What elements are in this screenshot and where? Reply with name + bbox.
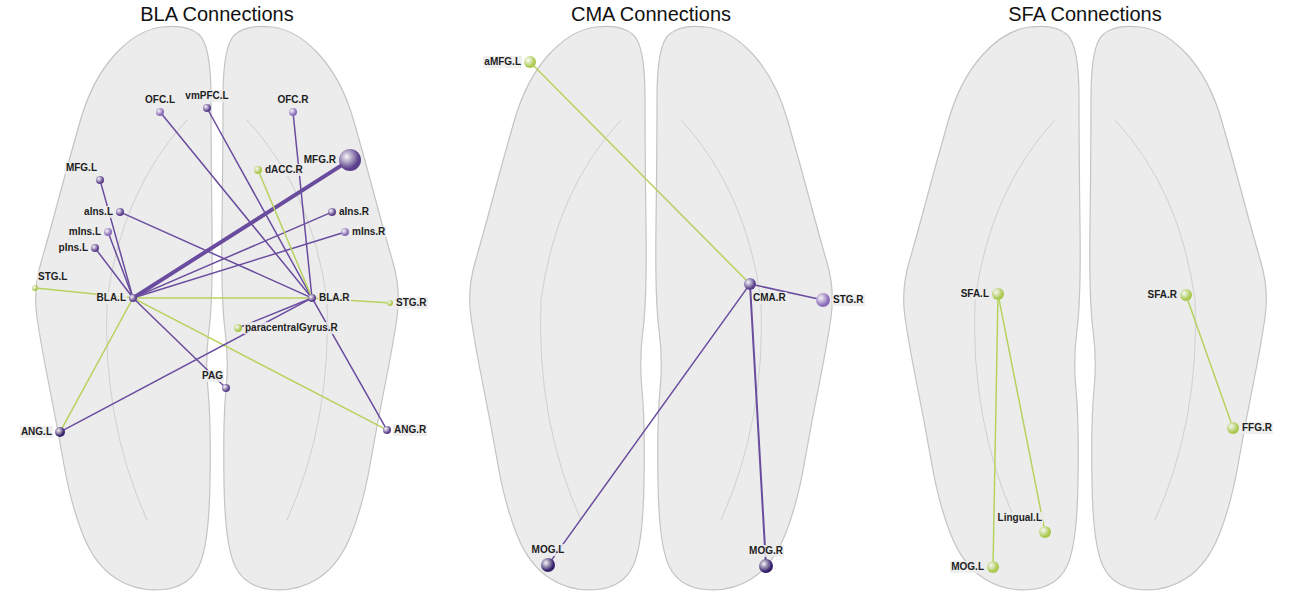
region-label: MFG.R <box>303 154 337 166</box>
region-node: paracentralGyrus.R <box>234 324 242 332</box>
region-node: OFC.R <box>289 108 297 116</box>
region-label: mIns.R <box>351 226 386 238</box>
connection-line <box>64 300 308 430</box>
region-node: CMA.R <box>744 278 756 290</box>
region-node: aIns.R <box>328 208 336 216</box>
panel-title: CMA Connections <box>571 3 731 26</box>
brain-hemisphere <box>470 26 647 590</box>
region-node: BLA.R <box>308 294 316 302</box>
region-node: OFC.L <box>156 108 164 116</box>
region-label: MOG.R <box>748 545 784 557</box>
region-node: mIns.L <box>104 228 112 236</box>
region-label: STG.R <box>832 294 865 306</box>
brain-hemisphere <box>222 26 399 590</box>
region-node: MOG.R <box>759 559 773 573</box>
connection-line <box>137 300 384 428</box>
region-node: aIns.L <box>116 208 124 216</box>
brain-hemisphere <box>36 26 213 590</box>
region-label: ANG.L <box>20 426 53 438</box>
region-label: STG.L <box>37 271 68 283</box>
region-label: FFG.R <box>1241 422 1273 434</box>
region-label: aIns.R <box>338 206 370 218</box>
connection-line <box>1188 301 1231 423</box>
region-node: SFA.L <box>992 288 1004 300</box>
connection-line <box>97 251 130 295</box>
panel-title: SFA Connections <box>1008 3 1161 26</box>
region-node: PAG <box>222 384 230 392</box>
region-node: mIns.R <box>341 228 349 236</box>
connection-line <box>136 301 223 385</box>
brain-hemisphere <box>904 26 1081 590</box>
region-label: OFC.R <box>276 94 309 106</box>
brain-contour <box>975 120 1056 520</box>
region-node: BLA.L <box>129 294 137 302</box>
region-node: Lingual.L <box>1039 526 1051 538</box>
region-label: BLA.L <box>96 292 127 304</box>
connection-line <box>750 290 765 559</box>
region-label: OFC.L <box>144 94 176 106</box>
region-node: MFG.R <box>339 149 361 171</box>
region-label: CMA.R <box>752 292 787 304</box>
connection-line <box>163 115 310 295</box>
region-node: STG.R <box>387 300 393 306</box>
region-label: MOG.L <box>531 544 566 556</box>
region-label: BLA.R <box>318 292 351 304</box>
connection-line <box>260 174 311 295</box>
region-label: aIns.L <box>83 206 114 218</box>
brain-hemisphere <box>1090 26 1267 590</box>
region-node: MOG.L <box>987 561 999 573</box>
connection-line <box>534 66 746 279</box>
connection-line <box>101 184 132 294</box>
region-node: STG.R <box>816 293 830 307</box>
region-node: FFG.R <box>1227 422 1239 434</box>
region-node: ANG.R <box>383 426 391 434</box>
brain-contour <box>1115 120 1196 520</box>
region-node: MOG.L <box>541 558 555 572</box>
region-node: pIns.L <box>91 244 99 252</box>
region-node: dACC.R <box>254 166 262 174</box>
connection-line <box>293 116 311 294</box>
region-label: mIns.L <box>68 226 102 238</box>
region-label: pIns.L <box>58 242 89 254</box>
region-label: STG.R <box>395 297 428 309</box>
region-node: ANG.L <box>55 427 65 437</box>
panel-title: BLA Connections <box>140 3 293 26</box>
region-label: ANG.R <box>393 424 427 436</box>
region-label: paracentralGyrus.R <box>244 322 339 334</box>
region-label: Lingual.L <box>997 512 1043 524</box>
region-node: SFA.R <box>1180 289 1192 301</box>
region-node: STG.L <box>32 285 38 291</box>
connection-line <box>314 301 385 426</box>
connection-line <box>62 302 131 428</box>
connection-line <box>137 297 308 299</box>
connection-line <box>552 289 746 559</box>
region-label: SFA.R <box>1147 289 1178 301</box>
region-label: MOG.L <box>950 561 985 573</box>
connection-line <box>137 214 329 297</box>
region-label: PAG <box>201 370 224 382</box>
region-label: SFA.L <box>960 288 990 300</box>
connection-line <box>124 214 309 297</box>
connection-line <box>209 112 310 295</box>
brain-hemisphere <box>656 26 833 590</box>
connection-line <box>109 236 131 295</box>
region-label: MFG.L <box>65 162 98 174</box>
connection-line <box>999 300 1044 526</box>
brain-contour <box>681 120 762 520</box>
region-label: aMFG.L <box>483 56 522 68</box>
brain-contour <box>541 120 622 520</box>
region-node: aMFG.L <box>524 56 536 68</box>
region-node: MFG.L <box>96 176 104 184</box>
region-label: dACC.R <box>264 164 304 176</box>
region-node: vmPFC.L <box>203 104 211 112</box>
region-label: vmPFC.L <box>184 90 229 102</box>
